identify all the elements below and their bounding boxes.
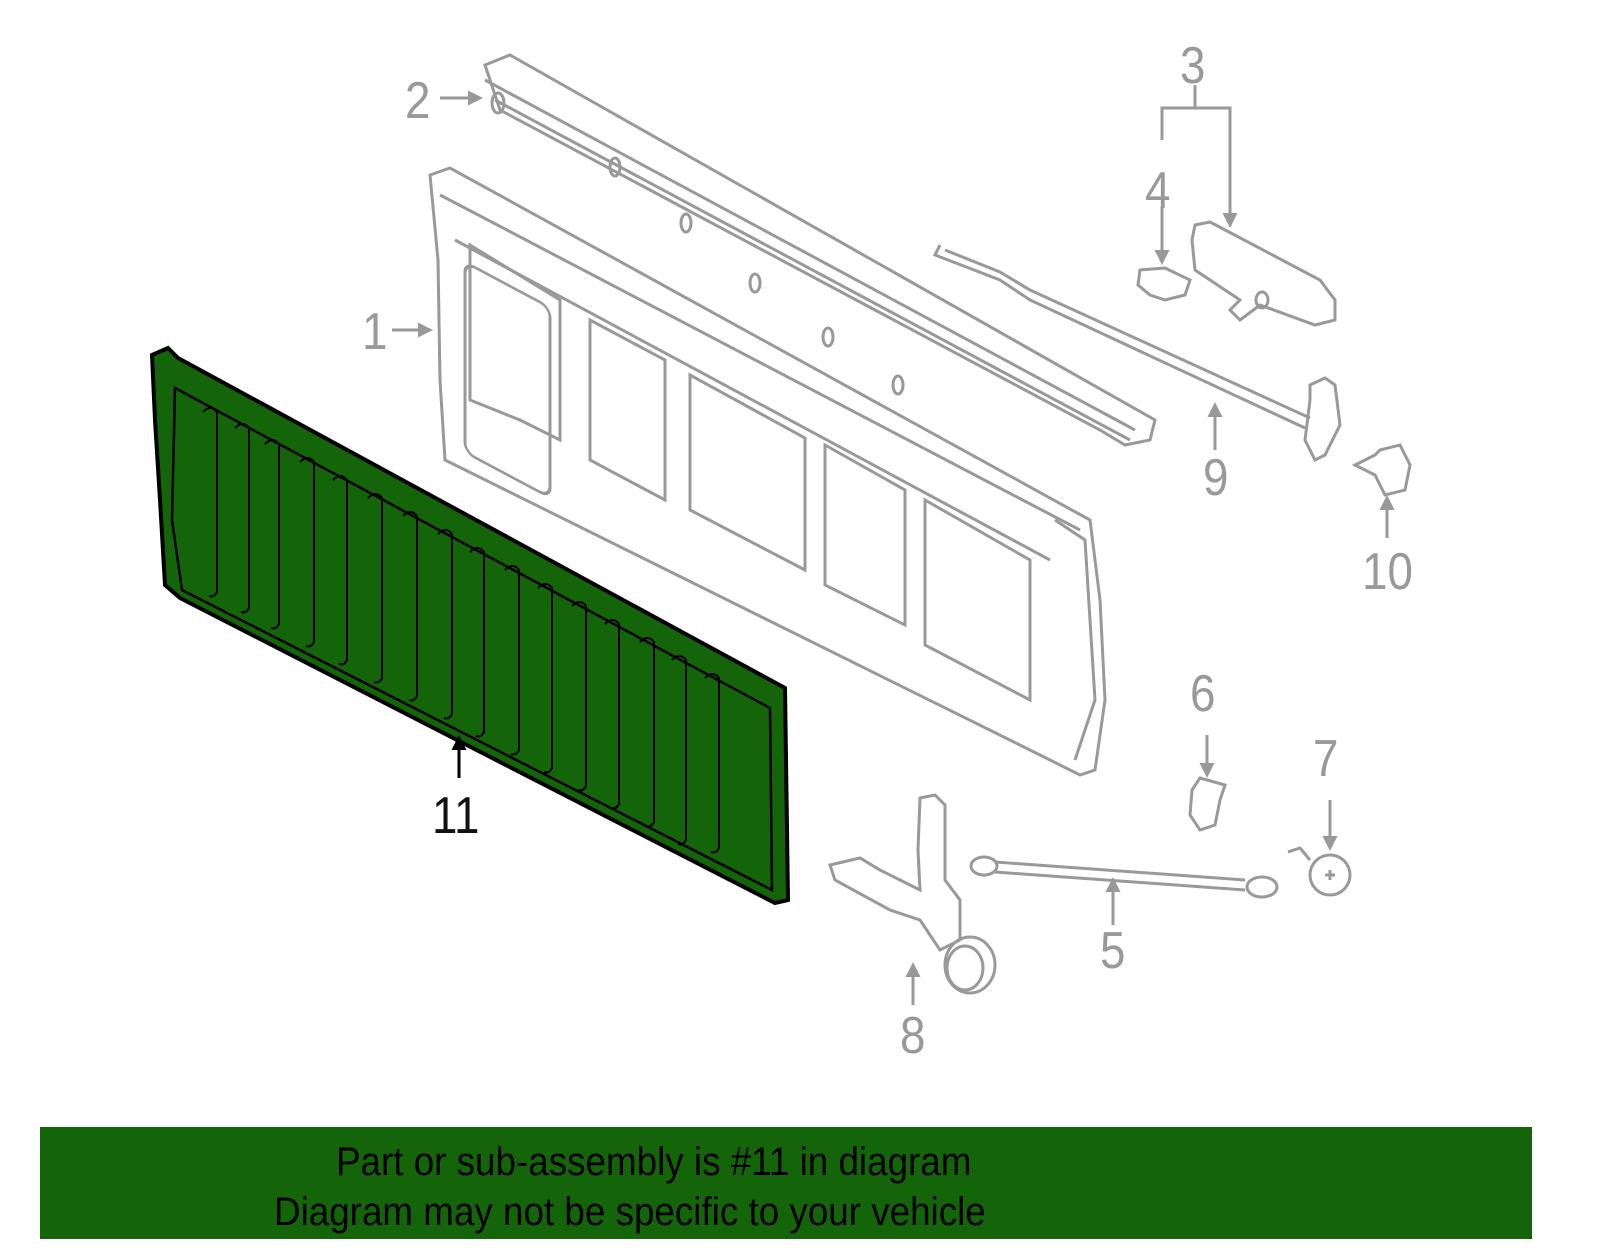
part-2-top-cap-rail[interactable] (483, 53, 1157, 447)
callout-10[interactable]: 10 (1362, 543, 1413, 601)
callout-9[interactable]: 9 (1203, 449, 1229, 507)
callout-4[interactable]: 4 (1145, 162, 1171, 220)
banner-line-part-info: Part or sub-assembly is #11 in diagram (336, 1140, 972, 1184)
part-8-hinge-bracket[interactable] (828, 793, 997, 995)
part-11-inner-panel[interactable] (149, 345, 791, 906)
part-9-latch-rod[interactable] (932, 244, 1342, 463)
part-5-support-cable[interactable] (969, 855, 1279, 899)
leader-lines (392, 85, 1395, 1005)
callout-5[interactable]: 5 (1100, 922, 1126, 980)
callout-1[interactable]: 1 (362, 303, 388, 361)
part-7-pivot-bolt[interactable] (1287, 846, 1352, 897)
part-6-striker-bracket[interactable] (1188, 776, 1227, 832)
parts-diagram (149, 53, 1412, 1005)
part-4-handle-clip[interactable] (1136, 266, 1192, 302)
part-1-tailgate-shell[interactable] (428, 166, 1107, 777)
part-10-latch-cover[interactable] (1351, 443, 1412, 497)
callout-8[interactable]: 8 (900, 1007, 926, 1065)
callout-3[interactable]: 3 (1180, 37, 1206, 95)
callout-7[interactable]: 7 (1313, 730, 1339, 788)
callout-11[interactable]: 11 (432, 787, 480, 845)
info-banner: Part or sub-assembly is #11 in diagram D… (40, 1127, 1532, 1239)
banner-line-disclaimer: Diagram may not be specific to your vehi… (274, 1190, 986, 1234)
part-3-handle-assembly[interactable] (1190, 220, 1337, 327)
callout-6[interactable]: 6 (1190, 665, 1216, 723)
callout-2[interactable]: 2 (405, 72, 431, 130)
